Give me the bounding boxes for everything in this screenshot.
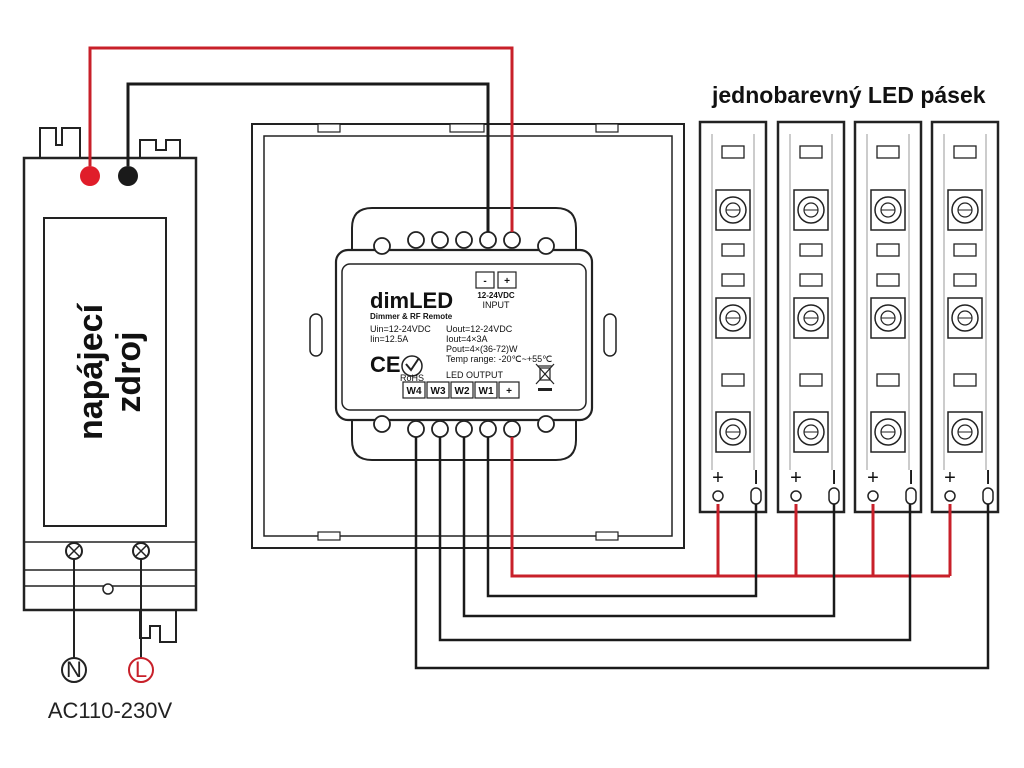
smd-led [715,189,751,231]
strip-minus-pad [750,487,762,505]
smd-led [715,297,751,339]
smd-resistor [721,243,745,257]
strip-plus-pad [712,490,724,502]
smd-resistor [799,145,823,159]
line-terminal-icon [128,657,154,683]
wire-w1 [486,437,758,598]
smd-resistor [799,273,823,287]
strip-minus-pad [828,487,840,505]
smd-resistor [953,243,977,257]
led-strip: +I [698,120,768,514]
smd-resistor [876,373,900,387]
led-output-label: LED OUTPUT [446,370,504,380]
wire-strip-positive-drops [716,504,952,576]
led-strips: +I+I+I+I [698,120,1000,514]
smd-led [793,411,829,453]
spec-uin: Uin=12-24VDC [370,324,431,334]
controller-module: - + 12-24VDC INPUT dimLED Dimmer & RF Re… [334,207,594,461]
strip-minus-label: I [908,467,914,489]
strip-plus-label: + [944,467,956,489]
smd-resistor [721,373,745,387]
output-w3-label: W3 [431,386,446,397]
output-terminal-labels: W4 W3 W2 W1 + [402,381,520,399]
strip-minus-label: I [753,467,759,489]
smd-led [870,189,906,231]
strip-title: jednobarevný LED pásek [711,82,986,108]
spec-temp: Temp range: -20℃~+55℃ [446,354,552,364]
psu-label-line1: napájecí [72,302,110,440]
wiring [88,46,990,670]
weee-bin-icon [535,363,555,391]
input-label: INPUT [483,300,511,310]
smd-resistor [876,273,900,287]
input-plus-terminal [503,231,521,249]
led-strip: +I [776,120,846,514]
smd-led [870,411,906,453]
mains-input: N L AC110-230V [48,559,173,723]
output-w1-label: W1 [479,386,494,397]
input-minus-label: - [483,276,486,287]
spec-iout: Iout=4×3A [446,334,488,344]
smd-resistor [953,273,977,287]
smd-led [870,297,906,339]
strip-minus-pad [905,487,917,505]
spec-iin: Iin=12.5A [370,334,408,344]
smd-led [947,189,983,231]
smd-resistor [953,373,977,387]
psu-negative-terminal [118,166,138,186]
strip-plus-label: + [790,467,802,489]
wire-psu-positive [88,46,514,232]
wire-psu-negative [126,82,490,232]
smd-led [793,297,829,339]
output-w2-label: W2 [455,386,470,397]
neutral-terminal-icon [61,657,87,683]
strip-plus-pad [790,490,802,502]
wire-w2 [462,437,836,618]
line-label: L [135,657,147,682]
smd-resistor [721,145,745,159]
led-strip: +I [930,120,1000,514]
power-supply: napájecí zdroj [22,127,198,643]
strip-minus-label: I [985,467,991,489]
strip-minus-label: I [831,467,837,489]
smd-led [715,411,751,453]
smd-resistor [721,273,745,287]
neutral-label: N [66,657,82,682]
psu-positive-terminal [80,166,100,186]
input-voltage: 12-24VDC [477,291,515,300]
strip-plus-pad [944,490,956,502]
strip-minus-pad [982,487,994,505]
smd-resistor [799,243,823,257]
rohs-label: RoHS [400,373,424,383]
spec-pout: Pout=4×(36-72)W [446,344,518,354]
strip-plus-label: + [712,467,724,489]
output-w4-label: W4 [407,386,422,397]
smd-led [793,189,829,231]
output-plus-label: + [506,386,512,397]
brand-subtitle: Dimmer & RF Remote [370,312,453,321]
ce-mark: CE [370,352,401,377]
spec-uout: Uout=12-24VDC [446,324,513,334]
strip-plus-label: + [867,467,879,489]
smd-resistor [799,373,823,387]
smd-led [947,411,983,453]
psu-label-line2: zdroj [110,331,148,412]
wire-w4 [414,437,990,670]
brand-name: dimLED [370,288,453,313]
input-plus-label: + [504,276,510,287]
wire-output-positive-bus [510,437,950,578]
smd-resistor [876,243,900,257]
smd-led [947,297,983,339]
smd-resistor [876,145,900,159]
input-minus-terminal [479,231,497,249]
wire-w3 [438,437,912,642]
led-strip: +I [853,120,923,514]
mains-voltage-label: AC110-230V [48,698,173,723]
strip-plus-pad [867,490,879,502]
smd-resistor [953,145,977,159]
